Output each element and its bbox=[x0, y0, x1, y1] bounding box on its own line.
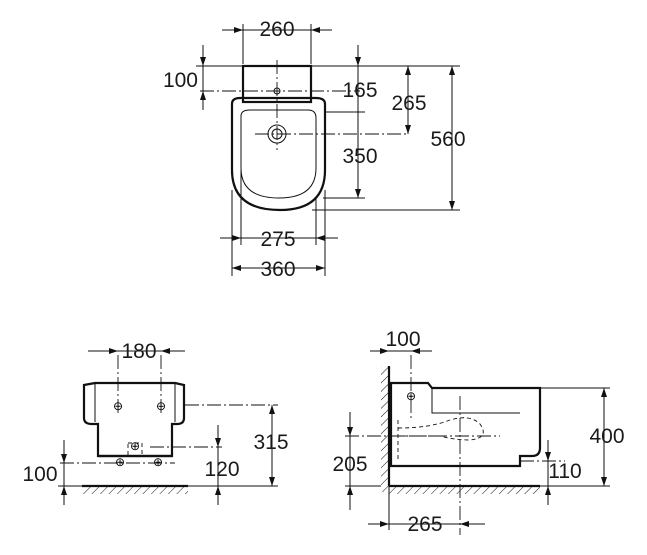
arrow-205-top bbox=[347, 427, 353, 436]
arrow-100-top bbox=[200, 57, 206, 66]
arrow-100-front-top bbox=[61, 454, 67, 463]
dim-315-label: 315 bbox=[253, 431, 288, 454]
arrow-560-top bbox=[449, 66, 455, 75]
top-view-bowl-inner bbox=[240, 109, 317, 199]
dim-260-label: 260 bbox=[259, 18, 294, 41]
side-view: ⊕ 100 400 205 110 265 bbox=[332, 328, 624, 536]
top-view: 260 100 165 265 350 560 275 36 bbox=[163, 18, 466, 281]
side-view-trap bbox=[397, 417, 484, 441]
arrow-400-bottom bbox=[601, 477, 607, 486]
dim-120-label: 120 bbox=[204, 458, 239, 481]
arrow-360-right bbox=[316, 265, 325, 271]
front-view-bolt-right-icon: ⊕ bbox=[153, 455, 163, 469]
front-view-bolt-left-icon: ⊕ bbox=[115, 455, 125, 469]
arrow-100-side-right bbox=[411, 348, 420, 354]
arrow-260-right bbox=[311, 27, 320, 33]
arrow-180-left bbox=[109, 348, 118, 354]
front-view-floor-hatch bbox=[82, 487, 188, 494]
dim-110-label: 110 bbox=[548, 460, 581, 483]
dim-265-side-label: 265 bbox=[407, 513, 442, 536]
arrow-265-top bbox=[405, 66, 411, 75]
arrow-110-bottom bbox=[545, 486, 551, 495]
front-view-drain-icon: ⊕ bbox=[130, 439, 140, 453]
dim-400-label: 400 bbox=[589, 425, 624, 448]
top-view-bowl-outer bbox=[230, 96, 327, 212]
dim-100-top-label: 100 bbox=[163, 69, 198, 92]
arrow-120-top bbox=[215, 438, 221, 447]
arrow-315-top bbox=[269, 405, 275, 414]
dim-100-front-label: 100 bbox=[22, 463, 57, 486]
arrow-400-top bbox=[601, 388, 607, 397]
arrow-360-left bbox=[232, 265, 241, 271]
side-view-seat-line bbox=[431, 388, 520, 414]
dim-275-label: 275 bbox=[260, 228, 295, 251]
side-view-floor-hatch bbox=[389, 487, 540, 494]
front-view-drain-outlet bbox=[127, 442, 143, 457]
dim-350-label: 350 bbox=[342, 145, 377, 168]
dim-205-label: 205 bbox=[332, 453, 367, 476]
arrow-265-bottom bbox=[405, 125, 411, 134]
arrow-120-bottom bbox=[215, 486, 221, 495]
dim-180-label: 180 bbox=[121, 340, 156, 363]
arrow-205-bottom bbox=[347, 486, 353, 495]
arrow-110-top bbox=[545, 452, 551, 461]
front-view-bowl bbox=[82, 381, 186, 458]
arrow-350-bottom bbox=[355, 189, 361, 198]
arrow-275-left bbox=[232, 235, 241, 241]
dim-100-side-label: 100 bbox=[385, 328, 420, 351]
arrow-100-side-left bbox=[380, 348, 389, 354]
front-view: ⊕ ⊕ ⊕ ⊕ ⊕ 180 315 100 120 bbox=[22, 340, 289, 505]
arrow-265-side-right bbox=[460, 521, 469, 527]
arrow-315-bottom bbox=[269, 477, 275, 486]
arrow-560-bottom bbox=[449, 201, 455, 210]
arrow-100-front-bottom bbox=[61, 486, 67, 495]
arrow-180-right bbox=[161, 348, 170, 354]
arrow-275-right bbox=[316, 235, 325, 241]
dim-265-label: 265 bbox=[391, 92, 426, 115]
arrow-265-side-left bbox=[380, 521, 389, 527]
dim-165-label: 165 bbox=[342, 79, 377, 102]
dim-360-label: 360 bbox=[260, 258, 295, 281]
arrow-100-bottom bbox=[200, 91, 206, 100]
dim-560-label: 560 bbox=[430, 128, 465, 151]
arrow-165-top bbox=[355, 57, 361, 66]
side-view-wall-hatch bbox=[381, 366, 389, 492]
arrow-260-left bbox=[234, 27, 243, 33]
